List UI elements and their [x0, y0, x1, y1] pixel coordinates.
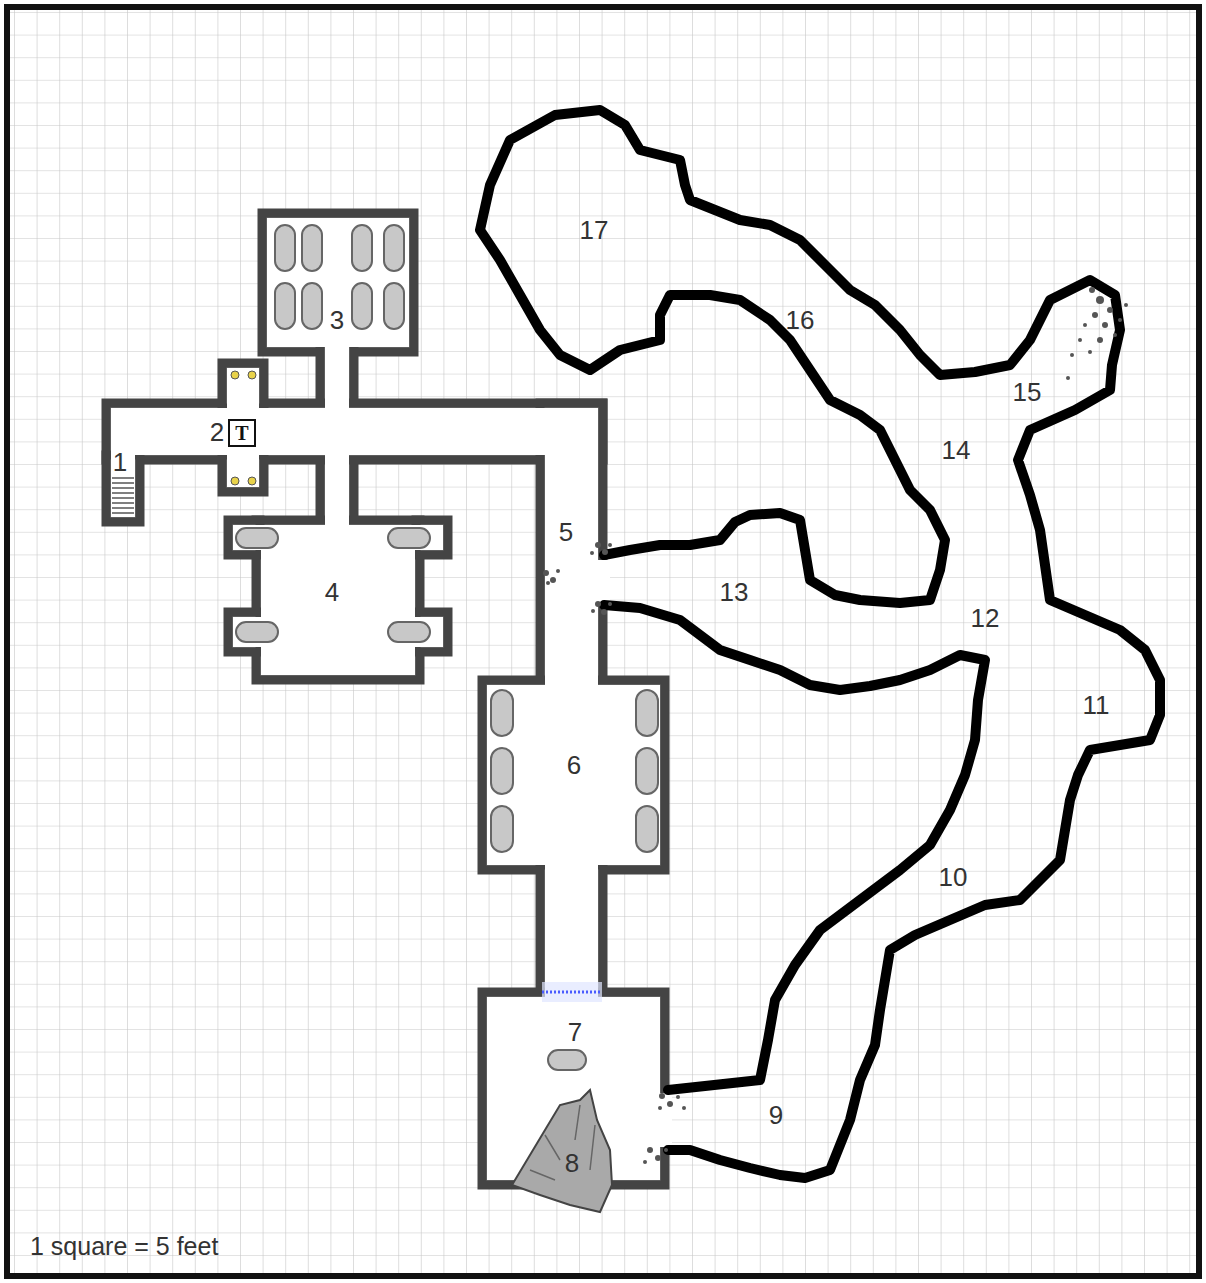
rubble	[543, 287, 1128, 1164]
room-number: 2	[210, 419, 224, 445]
room-number: 9	[769, 1102, 783, 1128]
room-number: 6	[567, 752, 581, 778]
room-number: 15	[1013, 379, 1042, 405]
room-number: 17	[580, 217, 609, 243]
room-number: 5	[559, 519, 573, 545]
magic-barrier	[542, 982, 602, 1002]
dungeon-walls	[106, 213, 665, 1185]
room-number: 10	[939, 864, 968, 890]
room-number: 13	[720, 579, 749, 605]
stairs	[112, 478, 134, 513]
grid	[10, 10, 1196, 1273]
room-number: 8	[565, 1150, 579, 1176]
scale-note: 1 square = 5 feet	[30, 1234, 218, 1259]
sarcophagi	[236, 225, 658, 1070]
trap-marker: T	[228, 419, 256, 447]
trap-letter: T	[235, 423, 248, 443]
room-number: 12	[971, 605, 1000, 631]
room-number: 4	[325, 579, 339, 605]
room-number: 3	[330, 307, 344, 333]
room-number: 14	[942, 437, 971, 463]
room-number: 7	[568, 1019, 582, 1045]
room-number: 11	[1083, 692, 1110, 718]
cave-walls	[480, 110, 1160, 1178]
room-number: 16	[786, 307, 815, 333]
rock-pile	[512, 1090, 612, 1212]
room-number: 1	[113, 449, 127, 475]
map-border	[7, 7, 1199, 1276]
